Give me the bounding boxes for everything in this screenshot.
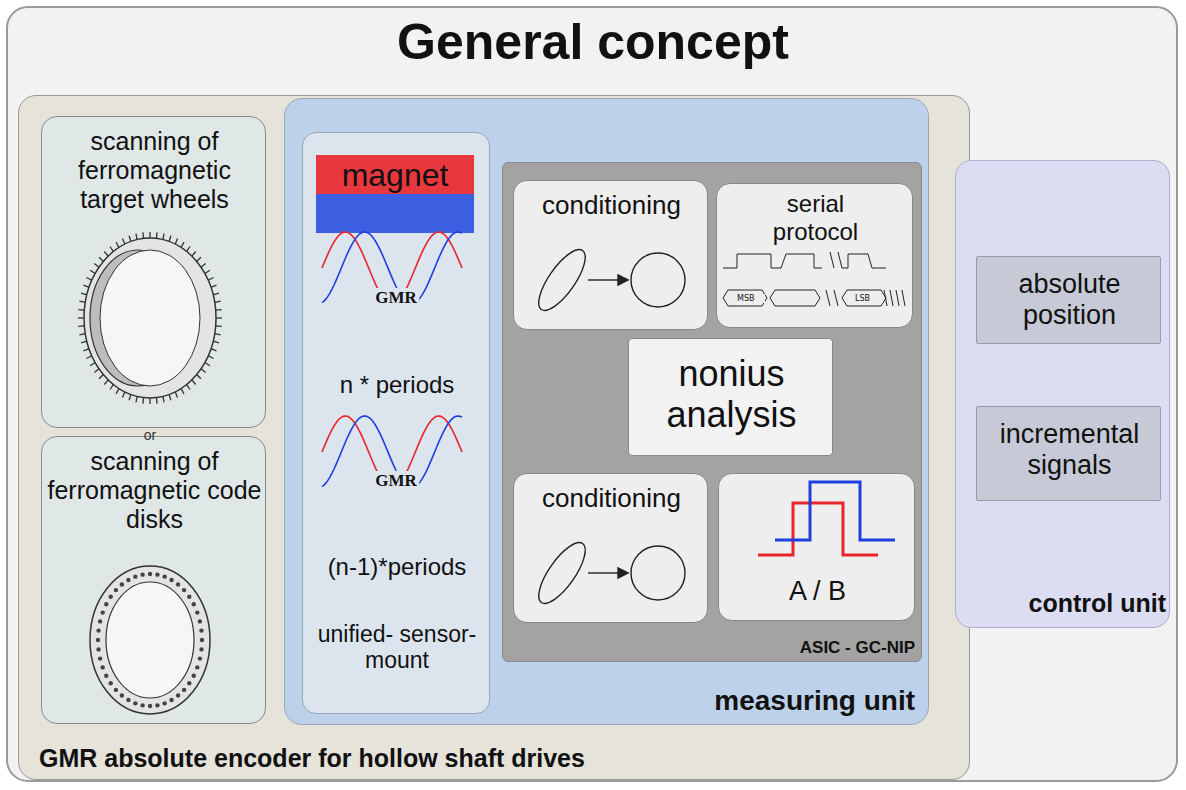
output-box: absolute position — [976, 256, 1161, 344]
diagram-title: General concept — [0, 14, 1186, 72]
node-text: incremental signals — [982, 419, 1157, 481]
node-text: GMR — [373, 288, 419, 308]
code-disk — [90, 566, 210, 714]
ab-signals — [758, 482, 895, 555]
node-text: A / B — [724, 576, 911, 607]
node-text: unified- sensor-mount — [313, 621, 481, 674]
conditioning-symbol — [531, 243, 685, 610]
control-unit-panel: control unit absolute position incremental… — [955, 160, 1170, 628]
conditioning-box: conditioning — [513, 180, 708, 330]
node-text: scanning of ferromagnetic code disks — [47, 447, 262, 533]
node-text: nonius analysis — [634, 353, 829, 436]
node-text: MSB — [735, 294, 765, 303]
node-text: ASIC - GC-NIP — [683, 638, 915, 658]
measuring-unit-panel: measuring unitGMRn * periodsGMR(n-1)*per… — [284, 98, 929, 725]
target-wheel — [78, 232, 222, 404]
node-text: magnet — [316, 157, 474, 194]
encoder-panel: GMR absolute encoder for hollow shaft dr… — [18, 95, 970, 780]
asic-panel: ASIC - GC-NIP conditioning serial protocol… — [502, 162, 922, 662]
protocol-box: serial protocolMSB LSB — [716, 183, 913, 328]
scan-box: scanning of ferromagnetic target wheels — [41, 116, 266, 428]
node-text: conditioning — [519, 191, 704, 221]
node-text: GMR absolute encoder for hollow shaft dr… — [39, 744, 939, 773]
node-text: scanning of ferromagnetic target wheels — [47, 127, 262, 213]
node-text: serial protocol — [747, 190, 884, 245]
signal-box: A / B — [718, 473, 915, 621]
node-text: GMR — [373, 471, 419, 491]
node-text: measuring unit — [585, 685, 915, 717]
output-box: incremental signals — [976, 406, 1161, 501]
node-text: LSB — [853, 294, 883, 303]
node-text: absolute position — [982, 269, 1157, 331]
timing-diagram — [723, 252, 905, 306]
sensor-mount-panel: GMRn * periodsGMR(n-1)*periodsunified- s… — [302, 132, 490, 714]
sine-waves — [322, 232, 462, 488]
node-text: (n-1)*periods — [308, 553, 486, 581]
node-text: conditioning — [519, 484, 704, 514]
node-text: n * periods — [308, 371, 486, 399]
scan-box: scanning of ferromagnetic code disks — [41, 436, 266, 724]
separator-label: or — [130, 427, 170, 443]
conditioning-box: conditioning — [513, 473, 708, 623]
node-text: control unit — [961, 589, 1166, 618]
nonius-box: nonius analysis — [628, 338, 833, 456]
magnet-block: magnet — [316, 155, 474, 233]
